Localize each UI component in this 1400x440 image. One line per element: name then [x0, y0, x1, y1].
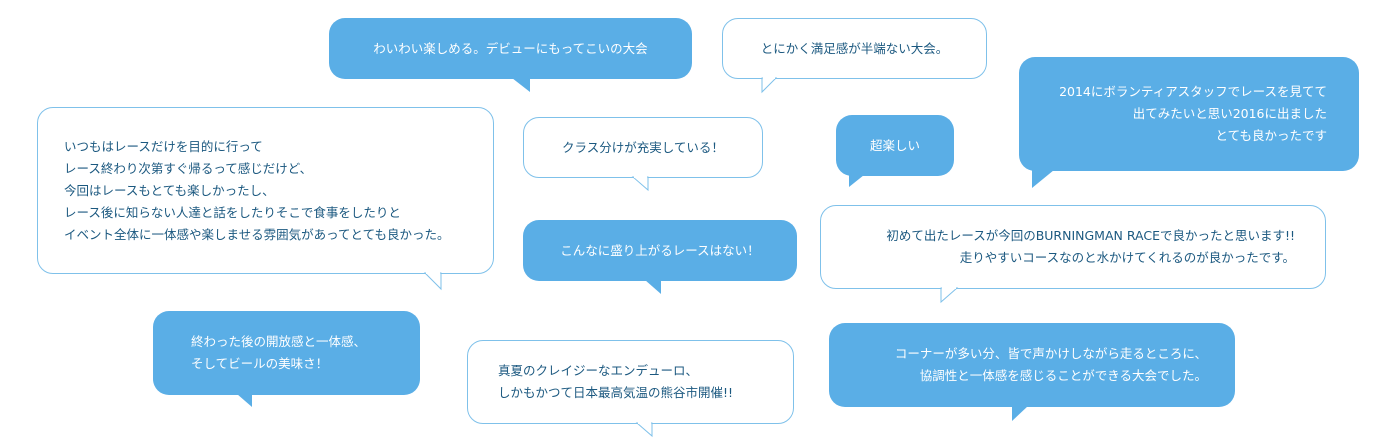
comment-bubble-5: クラス分けが充実している！ — [523, 117, 763, 178]
comment-bubble-1: わいわい楽しめる。デビューにもってこいの大会 — [329, 18, 692, 79]
comment-bubble-9: 終わった後の開放感と一体感、 そしてビールの美味さ！ — [153, 311, 420, 395]
comment-line: 超楽しい — [869, 137, 920, 153]
comment-line: わいわい楽しめる。デビューにもってこいの大会 — [373, 40, 648, 56]
comment-line: 2014にボランティアスタッフでレースを見てて — [1059, 84, 1327, 99]
comment-line: しかもかつて日本最高気温の熊谷市開催!! — [498, 385, 734, 400]
comment-line: イベント全体に一体感や楽しませる雰囲気があってとても良かった。 — [64, 226, 450, 242]
comment-line: レース後に知らない人達と話をしたりそこで食事をしたりと — [64, 204, 401, 220]
comment-bubble-2: とにかく満足感が半端ない大会。 — [722, 18, 987, 79]
comment-bubble-6: 超楽しい — [836, 115, 954, 176]
comment-bubble-4: いつもはレースだけを目的に行って レース終わり次第すぐ帰るって感じだけど、 今回… — [37, 107, 494, 274]
comment-bubble-11: コーナーが多い分、皆で声かけしながら走るところに、 協調性と一体感を感じることが… — [829, 323, 1235, 407]
comment-line: コーナーが多い分、皆で声かけしながら走るところに、 — [894, 346, 1207, 361]
comment-bubble-10: 真夏のクレイジーなエンデューロ、 しかもかつて日本最高気温の熊谷市開催!! — [467, 340, 794, 424]
comment-line: 真夏のクレイジーなエンデューロ、 — [498, 363, 699, 378]
comment-line: 出てみたいと思い2016に出ました — [1132, 106, 1327, 121]
comment-line: 走りやすいコースなのと水かけてくれるのが良かったです。 — [959, 250, 1295, 265]
comment-line: 終わった後の開放感と一体感、 — [191, 334, 367, 349]
comment-bubble-7: こんなに盛り上がるレースはない！ — [523, 220, 797, 281]
comment-line: レース終わり次第すぐ帰るって感じだけど、 — [64, 160, 313, 176]
comment-line: いつもはレースだけを目的に行って — [64, 138, 263, 154]
comment-line: 初めて出たレースが今回のBURNINGMAN RACEで良かったと思います!! — [886, 228, 1295, 243]
comment-bubble-3: 2014にボランティアスタッフでレースを見てて 出てみたいと思い2016に出まし… — [1019, 57, 1359, 171]
comment-line: 協調性と一体感を感じることができる大会でした。 — [919, 368, 1207, 383]
comment-line: クラス分けが充実している！ — [562, 139, 724, 155]
comment-line: そしてビールの美味さ！ — [191, 356, 329, 371]
comment-line: こんなに盛り上がるレースはない！ — [560, 242, 760, 258]
comment-line: とても良かったです — [1215, 128, 1327, 143]
comment-bubble-8: 初めて出たレースが今回のBURNINGMAN RACEで良かったと思います!! … — [820, 205, 1326, 289]
comment-line: 今回はレースもとても楽しかったし、 — [64, 182, 275, 198]
comment-line: とにかく満足感が半端ない大会。 — [760, 40, 949, 56]
